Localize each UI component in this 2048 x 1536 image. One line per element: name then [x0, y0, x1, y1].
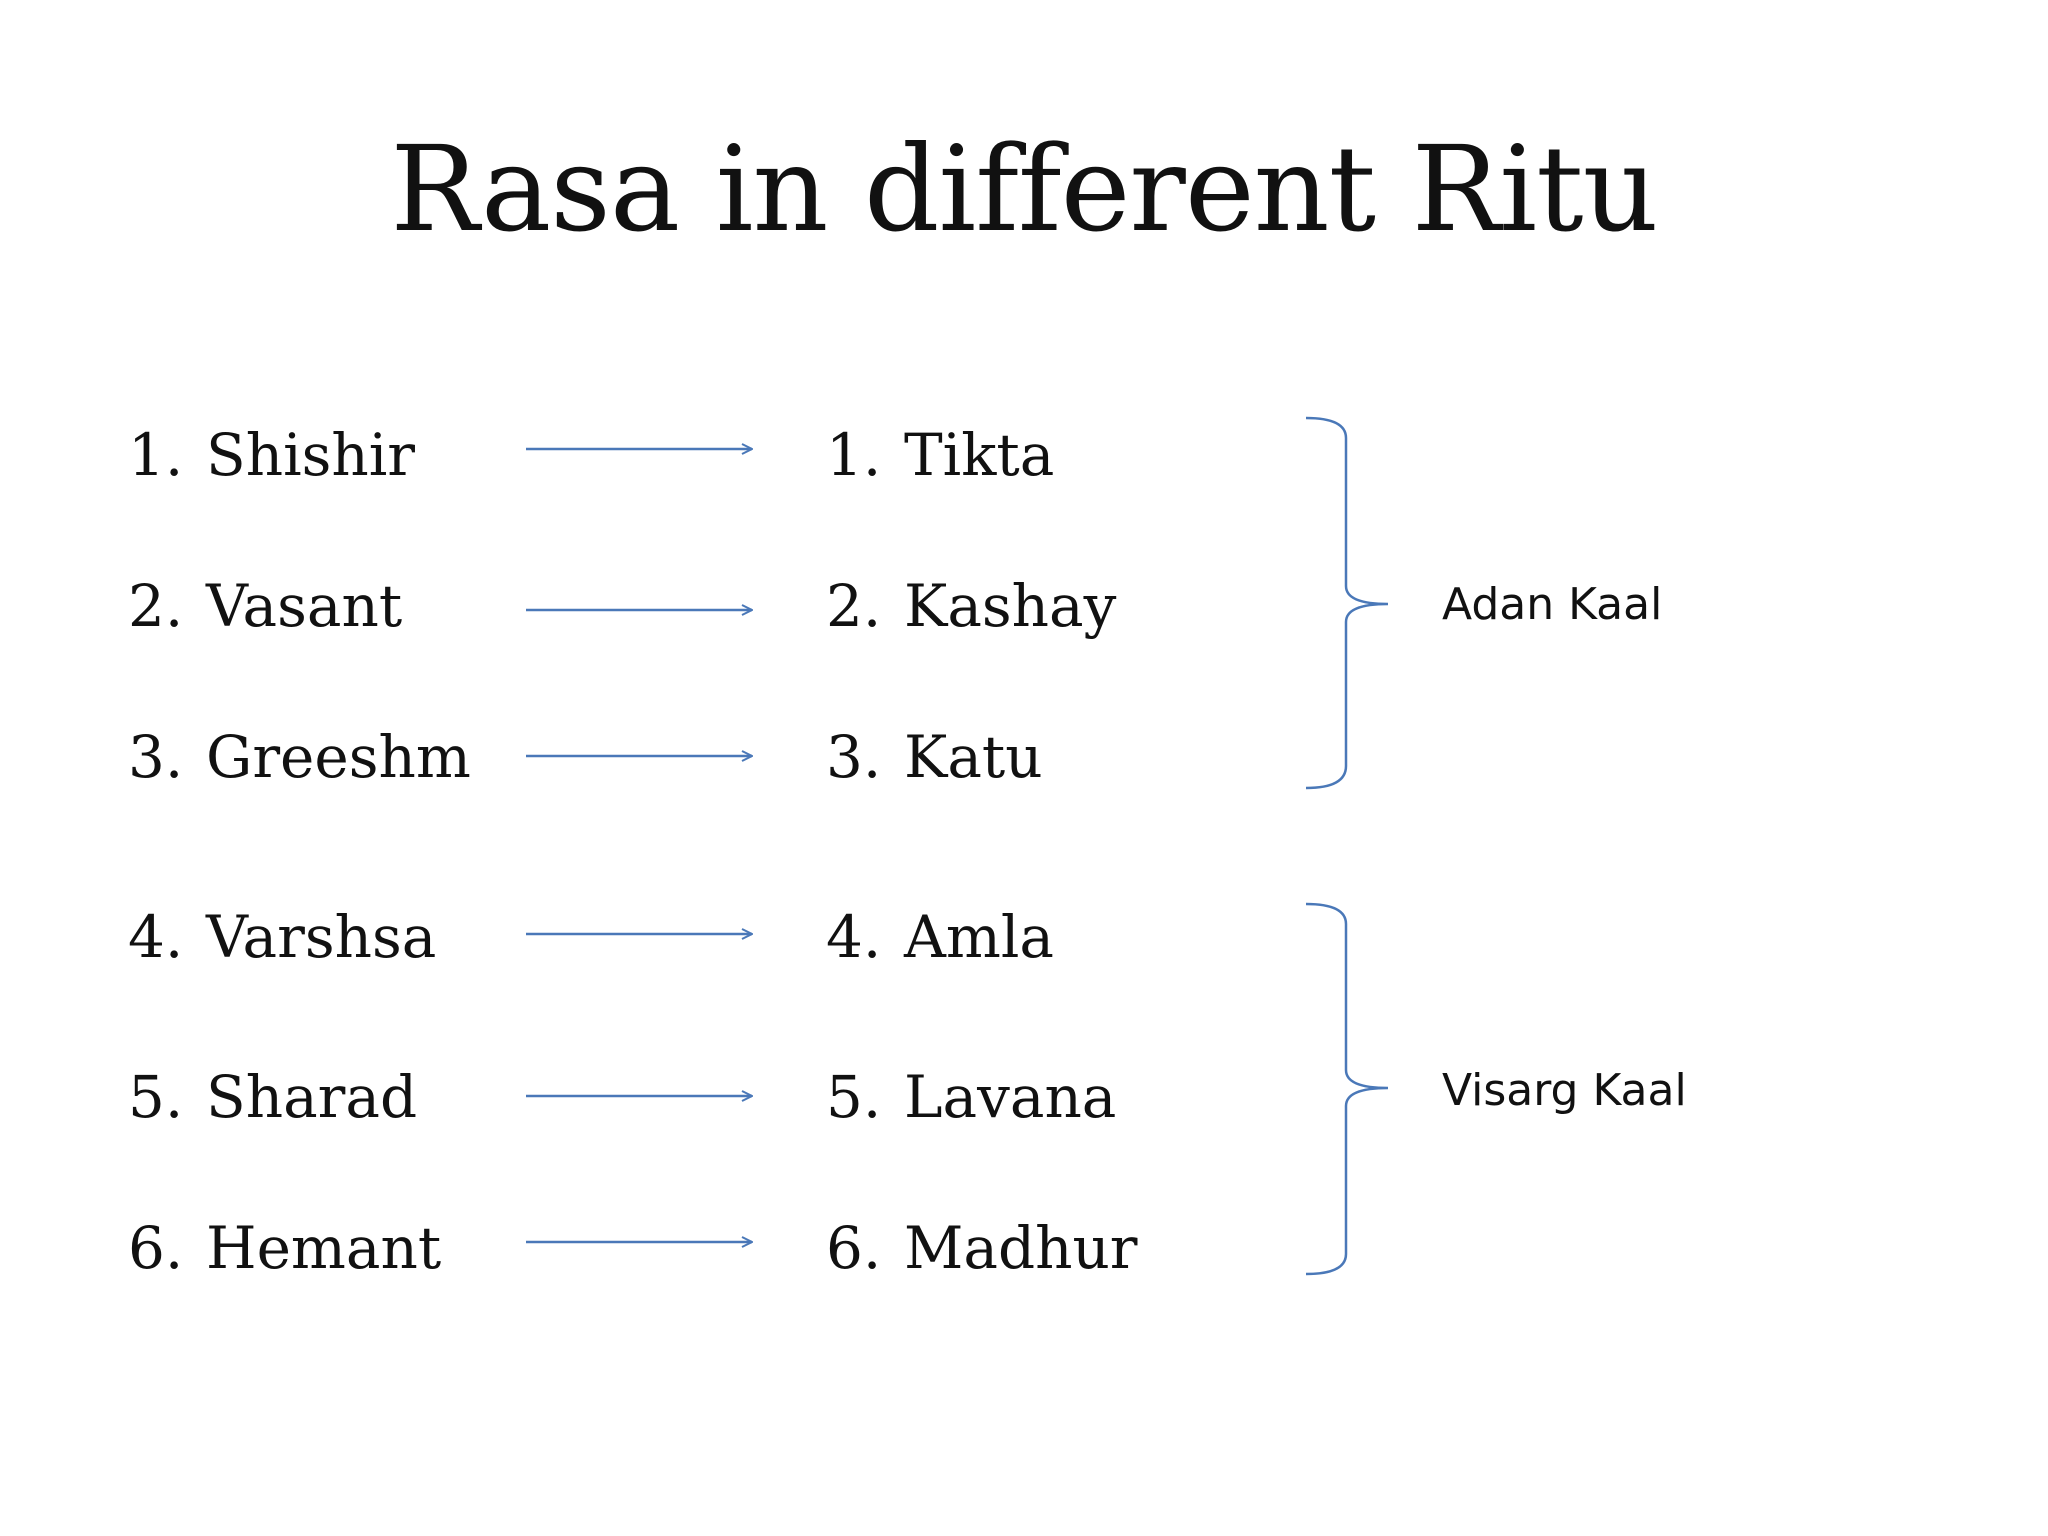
rasa-item-amla: 4. Amla: [826, 902, 1054, 972]
rasa-name: Amla: [904, 903, 1055, 971]
slide-title: Rasa in different Ritu: [390, 120, 1658, 258]
ritu-item-shishir: 1. Shishir: [128, 420, 415, 490]
ritu-number: 5.: [128, 1063, 184, 1131]
rasa-number: 1.: [826, 421, 882, 489]
ritu-name: Vasant: [206, 572, 403, 640]
ritu-item-hemant: 6. Hemant: [128, 1213, 441, 1283]
rasa-name: Katu: [904, 723, 1043, 791]
ritu-name: Shishir: [206, 421, 416, 489]
ritu-name: Hemant: [206, 1214, 442, 1282]
ritu-number: 6.: [128, 1214, 184, 1282]
ritu-number: 3.: [128, 723, 184, 791]
rasa-name: Kashay: [904, 572, 1117, 640]
rasa-item-katu: 3. Katu: [826, 722, 1043, 792]
ritu-item-varshsa: 4. Varshsa: [128, 902, 436, 972]
ritu-number: 2.: [128, 572, 184, 640]
rasa-name: Lavana: [904, 1063, 1117, 1131]
rasa-name: Madhur: [904, 1214, 1138, 1282]
rasa-number: 4.: [826, 903, 882, 971]
rasa-name: Tikta: [904, 421, 1055, 489]
ritu-item-greeshm: 3. Greeshm: [128, 722, 471, 792]
ritu-number: 4.: [128, 903, 184, 971]
rasa-number: 5.: [826, 1063, 882, 1131]
rasa-number: 2.: [826, 572, 882, 640]
rasa-item-kashay: 2. Kashay: [826, 571, 1116, 641]
ritu-item-sharad: 5. Sharad: [128, 1062, 417, 1132]
ritu-number: 1.: [128, 421, 184, 489]
group-label-visarg-kaal: Visarg Kaal: [1442, 1065, 1687, 1116]
rasa-item-tikta: 1. Tikta: [826, 420, 1054, 490]
brace-visarg-kaal: [1305, 902, 1389, 1276]
rasa-item-lavana: 5. Lavana: [826, 1062, 1116, 1132]
rasa-number: 3.: [826, 723, 882, 791]
rasa-number: 6.: [826, 1214, 882, 1282]
ritu-item-vasant: 2. Vasant: [128, 571, 402, 641]
brace-adan-kaal: [1305, 416, 1389, 790]
ritu-name: Sharad: [206, 1063, 418, 1131]
ritu-name: Varshsa: [206, 903, 437, 971]
group-label-adan-kaal: Adan Kaal: [1442, 579, 1663, 630]
rasa-item-madhur: 6. Madhur: [826, 1213, 1138, 1283]
ritu-name: Greeshm: [206, 723, 471, 791]
